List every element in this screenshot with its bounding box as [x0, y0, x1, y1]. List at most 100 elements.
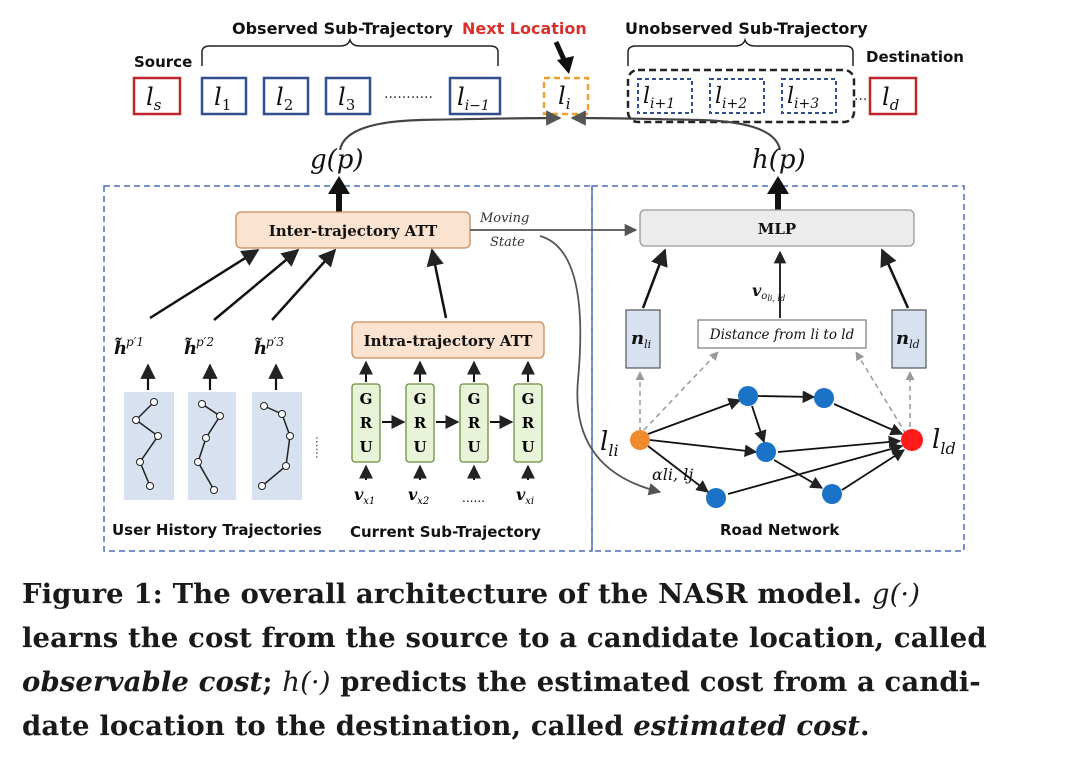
svg-text:p′2: p′2	[196, 335, 214, 349]
history-trajectory-3	[252, 392, 302, 500]
svg-text:Distance from li to ld: Distance from li to ld	[709, 327, 855, 343]
observed-node-2: l2	[262, 76, 310, 116]
next-location-label: Next Location	[462, 19, 587, 38]
svg-text:h̃: h̃	[114, 337, 127, 359]
mlp-block: MLP	[639, 209, 915, 247]
current-caption: Current Sub-Trajectory	[350, 523, 541, 541]
unobserved-node-3: li+3	[781, 78, 837, 114]
road-node-li	[630, 430, 650, 450]
caption-line-3: observable cost; h(·) predicts the estim…	[22, 666, 981, 698]
road-node-ld	[901, 429, 923, 451]
caption-line-4: date location to the destination, called…	[22, 710, 870, 742]
gru-letter: R	[468, 414, 481, 432]
history-trajectory-1	[124, 392, 174, 500]
history-embedding-3: h̃ p′3	[254, 335, 284, 359]
ld-label: lld	[932, 425, 956, 458]
unobserved-group	[626, 68, 856, 124]
road-node-2	[814, 388, 834, 408]
svg-text:h̃: h̃	[184, 337, 197, 359]
gru-letter: G	[468, 390, 481, 408]
gru-letter: G	[522, 390, 535, 408]
gru-input-label: vx1	[354, 485, 375, 507]
observed-label: Observed Sub-Trajectory	[232, 19, 453, 38]
observed-ellipsis: ...........	[384, 86, 433, 102]
gru-letter: R	[360, 414, 373, 432]
moving-state-label-2: State	[490, 235, 525, 250]
li-label: lli	[600, 427, 619, 460]
svg-text:p′1: p′1	[126, 335, 144, 349]
svg-text:h̃: h̃	[254, 337, 267, 359]
gru-letter: R	[414, 414, 427, 432]
gru-letter: U	[413, 438, 426, 456]
distance-box: Distance from li to ld	[697, 319, 867, 349]
gru-input-label: vxi	[516, 485, 534, 507]
alpha-label: αli, lj	[652, 465, 693, 484]
figure-caption: Figure 1: The overall architecture of th…	[22, 572, 1062, 748]
destination-node: ld	[868, 76, 918, 116]
road-node-4	[706, 488, 726, 508]
unobserved-ellipsis: ...	[854, 88, 867, 104]
svg-text:p′3: p′3	[266, 335, 284, 349]
svg-text:l3: l3	[338, 83, 355, 114]
unobserved-label: Unobserved Sub-Trajectory	[625, 19, 868, 38]
gru-input-label: vx2	[408, 485, 429, 507]
svg-text:Intra-trajectory ATT: Intra-trajectory ATT	[364, 332, 534, 350]
svg-text:ld: ld	[882, 83, 899, 114]
h-to-next-arrow	[570, 110, 782, 151]
unobserved-brace	[627, 37, 854, 66]
road-node-1	[738, 386, 758, 406]
road-node-5	[822, 484, 842, 504]
svg-text:li+2: li+2	[715, 84, 747, 112]
road-node-3	[756, 442, 776, 462]
h-function-label: h(p)	[752, 145, 806, 175]
history-embedding-1: h̃ p′1	[114, 335, 144, 359]
svg-text:MLP: MLP	[758, 220, 796, 238]
observed-node-3: l3	[324, 76, 372, 116]
attention-curve	[539, 235, 662, 496]
source-label: Source	[134, 53, 192, 71]
history-trajectory-2	[188, 392, 236, 500]
caption-line-2: learns the cost from the source to a can…	[22, 622, 987, 654]
caption-line-1: Figure 1: The overall architecture of th…	[22, 578, 921, 610]
gru-letter: U	[359, 438, 372, 456]
architecture-diagram: Source Observed Sub-Trajectory Next Loca…	[103, 19, 965, 552]
history-embedding-2: h̃ p′2	[184, 335, 214, 359]
svg-text:li: li	[558, 82, 571, 113]
intra-trajectory-att: Intra-trajectory ATT	[351, 321, 545, 359]
svg-text:li−1: li−1	[457, 83, 490, 114]
history-side-dots: ......	[313, 436, 327, 459]
gru-letter: U	[467, 438, 480, 456]
gru-letter: U	[521, 438, 534, 456]
svg-text:ls: ls	[146, 83, 162, 114]
gru-letter: R	[522, 414, 535, 432]
moving-state-label-1: Moving	[479, 211, 529, 226]
destination-label: Destination	[866, 48, 964, 66]
history-caption: User History Trajectories	[112, 521, 322, 539]
observed-node-i-minus-1: li−1	[448, 76, 502, 116]
source-node: ls	[132, 76, 182, 116]
next-location-node: li	[542, 76, 590, 116]
svg-text:l1: l1	[214, 83, 231, 114]
gru-input-dots: ......	[462, 491, 485, 505]
svg-text:li+1: li+1	[643, 84, 675, 112]
observed-node-1: l1	[200, 76, 248, 116]
svg-text:Inter-trajectory ATT: Inter-trajectory ATT	[269, 222, 438, 240]
n-ld-embedding: nld	[891, 309, 927, 369]
unobserved-node-2: li+2	[709, 78, 765, 114]
inter-trajectory-att: Inter-trajectory ATT	[235, 211, 471, 249]
gru-cell: GRU......	[459, 360, 514, 505]
g-to-next-arrow	[338, 110, 562, 151]
unobserved-node-1: li+1	[637, 78, 693, 114]
gru-letter: G	[360, 390, 373, 408]
road-caption: Road Network	[720, 521, 840, 539]
svg-text:l2: l2	[276, 83, 293, 114]
gru-letter: G	[414, 390, 427, 408]
observed-brace	[201, 37, 499, 66]
n-li-embedding: nli	[625, 309, 661, 369]
g-function-label: g(p)	[310, 145, 364, 175]
road-edges	[647, 390, 906, 495]
svg-text:li+3: li+3	[787, 84, 819, 112]
